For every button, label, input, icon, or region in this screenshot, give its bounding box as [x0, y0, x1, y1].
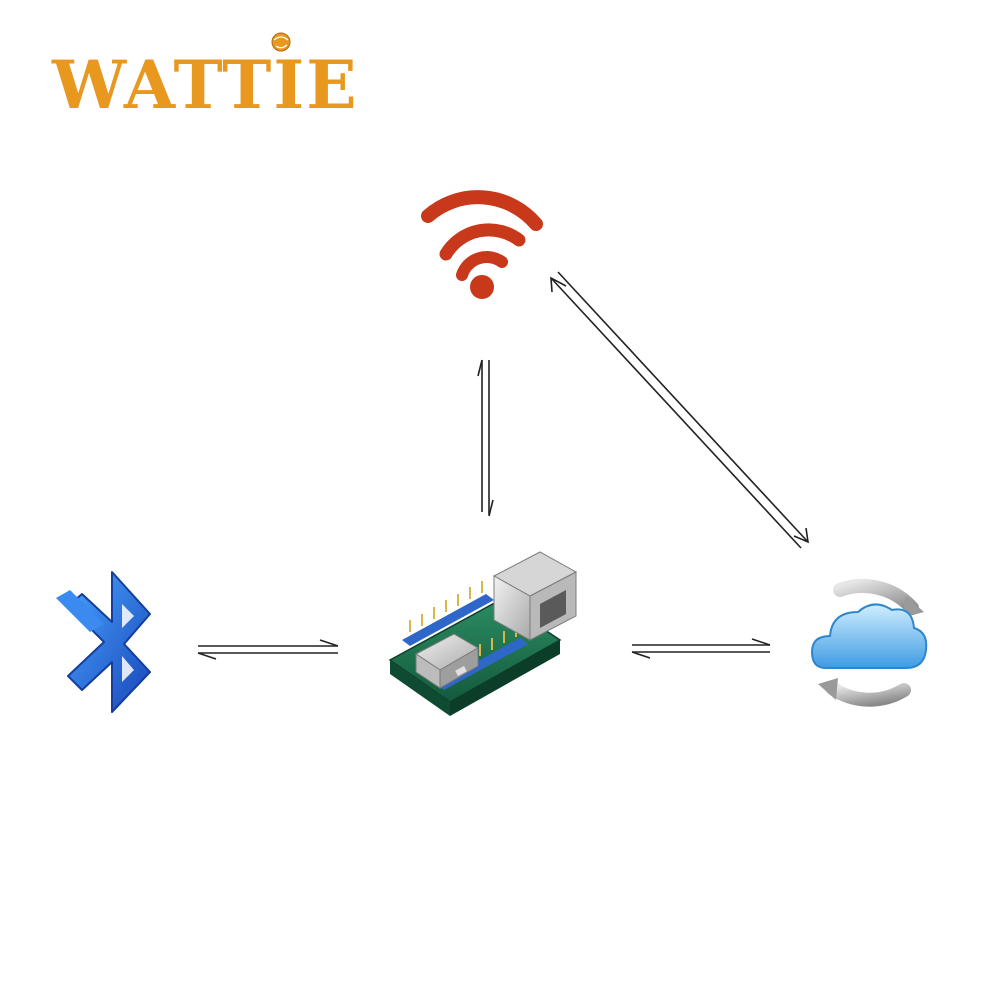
cloud-sync-icon [812, 586, 926, 700]
link-module-wifi [478, 360, 493, 516]
link-wifi-cloud [551, 272, 808, 548]
wifi-icon [428, 197, 536, 299]
ethernet-module-board [390, 552, 576, 716]
rj45-jack [494, 552, 576, 640]
brand-name: WATTIE [51, 46, 359, 124]
link-bluetooth-module [198, 640, 338, 659]
brand-logo: WATTIE [51, 33, 359, 124]
bluetooth-icon [56, 572, 150, 712]
link-module-cloud [632, 639, 770, 658]
